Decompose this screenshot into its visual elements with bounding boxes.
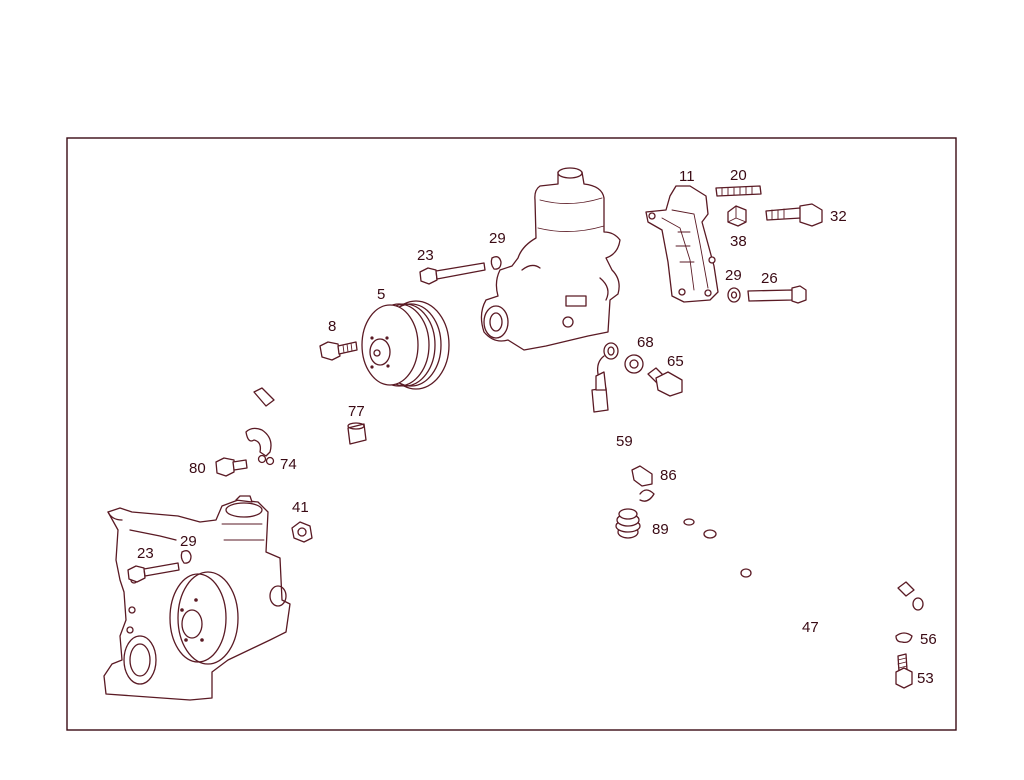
callout-38: 38 <box>730 233 747 250</box>
callout-59: 59 <box>616 433 633 450</box>
callout-29-bottom: 29 <box>180 533 197 550</box>
callout-23-bottom: 23 <box>137 545 154 562</box>
callout-29-top: 29 <box>489 230 506 247</box>
washer-29-top <box>490 256 502 270</box>
grommet-56 <box>895 632 913 644</box>
clamp-74 <box>245 427 275 466</box>
banjo-bolt-65 <box>647 367 683 397</box>
callout-8: 8 <box>328 318 336 335</box>
callout-23-top: 23 <box>417 247 434 264</box>
bolt-23-bottom <box>127 562 180 583</box>
callout-26: 26 <box>761 270 778 287</box>
washer-29-right <box>727 287 741 303</box>
callout-41: 41 <box>292 499 309 516</box>
nut-38 <box>727 205 747 227</box>
callout-86: 86 <box>660 467 677 484</box>
bolt-80 <box>215 457 248 477</box>
engine-pump-assembly <box>103 495 291 701</box>
bolt-26 <box>747 285 807 304</box>
nut-41 <box>291 521 313 543</box>
callout-74: 74 <box>280 456 297 473</box>
grommet-89 <box>615 508 641 539</box>
diagram-frame <box>66 137 957 731</box>
pipe-47 <box>683 518 924 633</box>
bolt-32 <box>765 203 823 227</box>
callout-20: 20 <box>730 167 747 184</box>
clip-86 <box>631 465 655 502</box>
callout-5: 5 <box>377 286 385 303</box>
callout-11: 11 <box>679 168 695 185</box>
callout-65: 65 <box>667 353 684 370</box>
hose-59 <box>253 342 619 520</box>
callout-80: 80 <box>189 460 206 477</box>
bushing-77 <box>347 422 367 445</box>
callout-53: 53 <box>917 670 934 687</box>
bolt-23-top <box>419 262 486 285</box>
callout-47: 47 <box>802 619 819 636</box>
bracket-11 <box>645 185 719 303</box>
bolt-53 <box>895 653 913 689</box>
callout-68: 68 <box>637 334 654 351</box>
stud-20 <box>715 185 762 197</box>
bolt-8 <box>319 341 358 361</box>
callout-29-right: 29 <box>725 267 742 284</box>
callout-56: 56 <box>920 631 937 648</box>
pulley <box>361 300 450 390</box>
callout-77: 77 <box>348 403 365 420</box>
washer-68 <box>624 354 644 374</box>
callout-89: 89 <box>652 521 669 538</box>
callout-32: 32 <box>830 208 847 225</box>
power-steering-pump <box>480 167 621 351</box>
washer-29-bottom <box>180 550 192 564</box>
